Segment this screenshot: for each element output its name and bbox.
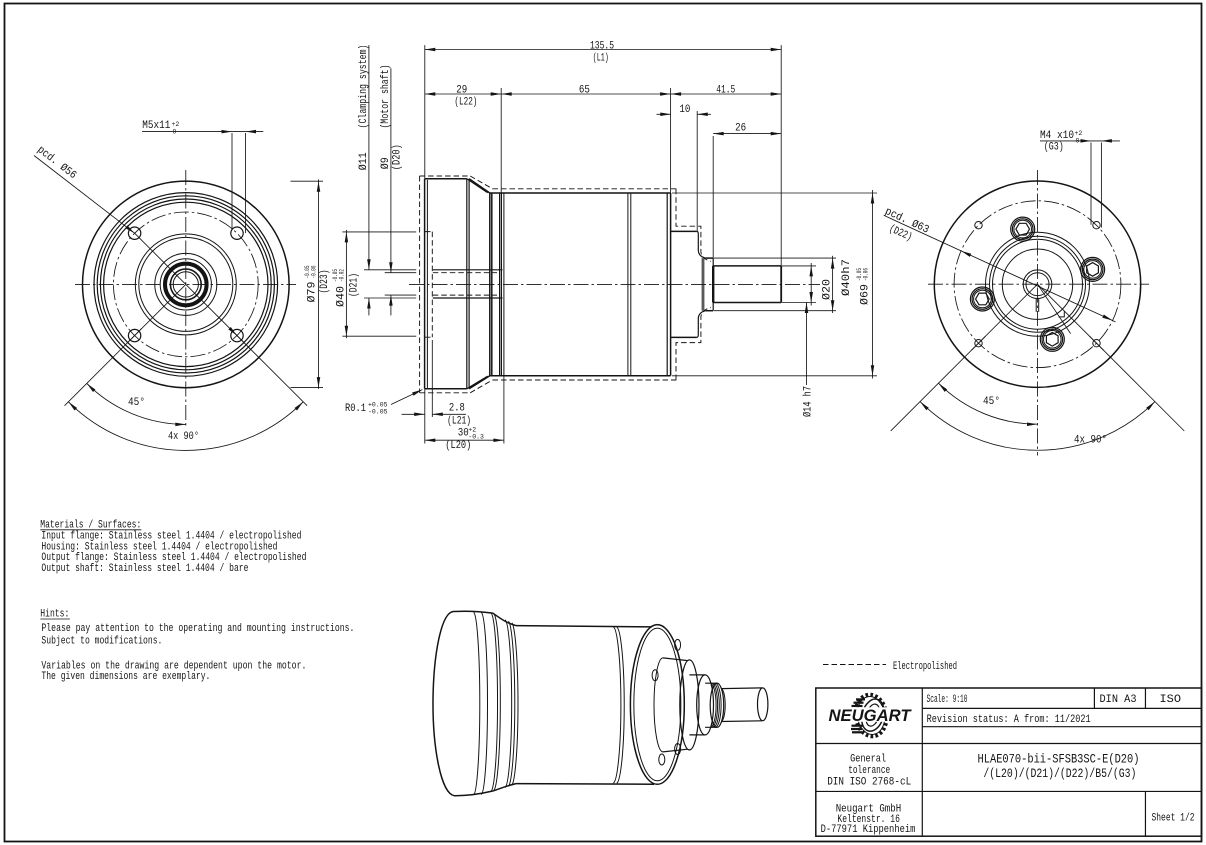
svg-text:(Clamping system): (Clamping system): [358, 45, 370, 129]
svg-text:(G3): (G3): [1044, 142, 1064, 154]
svg-text:(Motor shaft): (Motor shaft): [380, 65, 392, 129]
svg-text:tolerance: tolerance: [848, 765, 890, 777]
svg-text:30: 30: [458, 427, 469, 439]
svg-text:Ø40: Ø40: [336, 286, 348, 307]
svg-text:Ø14 h7: Ø14 h7: [803, 386, 815, 417]
svg-text:Ø9: Ø9: [380, 157, 392, 169]
svg-text:2.8: 2.8: [449, 403, 465, 415]
svg-text:(L22): (L22): [454, 96, 477, 108]
svg-text:-0.02: -0.02: [339, 269, 346, 282]
svg-text:26: 26: [735, 122, 746, 134]
svg-text:Hints:: Hints:: [40, 609, 69, 621]
svg-text:Revision status: A from: 11/2: Revision status: A from: 11/2021: [927, 714, 1091, 726]
svg-text:Materials / Surfaces:: Materials / Surfaces:: [40, 520, 141, 532]
svg-text:-0.06: -0.06: [311, 265, 318, 278]
svg-text:(L1): (L1): [593, 52, 609, 64]
svg-text:10: 10: [679, 104, 690, 116]
svg-text:M4 x10: M4 x10: [1040, 130, 1074, 142]
svg-text:Electropolished: Electropolished: [893, 661, 957, 673]
svg-text:Ø20: Ø20: [822, 279, 834, 300]
svg-text:DIN A3: DIN A3: [1100, 694, 1137, 706]
svg-text:Ø69: Ø69: [860, 284, 872, 305]
svg-text:Scale: 9:10: Scale: 9:10: [927, 694, 968, 706]
svg-text:/(L20)/(D21)/(D22)/B5/(G3): /(L20)/(D21)/(D22)/B5/(G3): [983, 766, 1136, 781]
svg-text:ISO: ISO: [1160, 694, 1182, 706]
svg-text:Ø11: Ø11: [358, 152, 370, 170]
svg-text:General: General: [850, 754, 886, 766]
svg-text:-0.06: -0.06: [863, 268, 870, 281]
svg-text:-0.05: -0.05: [304, 265, 311, 278]
svg-text:+2: +2: [172, 121, 180, 128]
svg-text:R0.1: R0.1: [345, 403, 366, 415]
svg-text:Keltenstr. 16: Keltenstr. 16: [837, 814, 900, 826]
svg-text:Output shaft: Stainless steel: Output shaft: Stainless steel 1.4404 / b…: [41, 563, 248, 575]
svg-text:Neugart GmbH: Neugart GmbH: [836, 804, 902, 816]
svg-text:29: 29: [456, 84, 467, 96]
svg-text:Subject to modifications.: Subject to modifications.: [41, 635, 162, 647]
svg-text:4x 90°: 4x 90°: [1074, 435, 1107, 447]
svg-text:41.5: 41.5: [716, 84, 735, 96]
svg-text:-0.3: -0.3: [468, 433, 484, 440]
svg-text:45°: 45°: [983, 396, 1000, 408]
svg-text:(L20): (L20): [445, 440, 471, 452]
svg-text:+0.05: +0.05: [368, 402, 388, 409]
svg-text:(D20): (D20): [392, 144, 404, 170]
svg-text:Ø79: Ø79: [307, 282, 319, 303]
svg-text:+2: +2: [1075, 130, 1083, 137]
svg-text:Ø40h7: Ø40h7: [841, 259, 853, 296]
svg-text:Input flange: Stainless steel: Input flange: Stainless steel 1.4404 / e…: [41, 531, 301, 543]
svg-text:M5x11: M5x11: [142, 120, 170, 132]
svg-text:DIN ISO 2768-cL: DIN ISO 2768-cL: [827, 777, 911, 789]
svg-text:-0.05: -0.05: [856, 268, 863, 281]
svg-text:The given dimensions are exemp: The given dimensions are exemplary.: [41, 671, 210, 683]
svg-text:Sheet 1/2: Sheet 1/2: [1152, 813, 1195, 825]
svg-text:135.5: 135.5: [590, 40, 614, 52]
svg-text:+2: +2: [468, 427, 476, 434]
svg-text:45°: 45°: [128, 397, 145, 409]
svg-text:D-77971 Kippenheim: D-77971 Kippenheim: [821, 824, 916, 836]
svg-text:(L21): (L21): [447, 416, 471, 428]
svg-text:4x 90°: 4x 90°: [168, 431, 199, 443]
svg-text:65: 65: [579, 84, 590, 96]
svg-text:Housing: Stainless steel 1.440: Housing: Stainless steel 1.4404 / electr…: [41, 541, 277, 553]
svg-text:HLAE070-bii-SFSB3SC-E(D20): HLAE070-bii-SFSB3SC-E(D20): [978, 752, 1140, 767]
svg-text:-0.05: -0.05: [368, 409, 388, 416]
svg-text:Output flange: Stainless steel: Output flange: Stainless steel 1.4404 / …: [41, 552, 306, 564]
svg-text:Please pay attention to the op: Please pay attention to the operating an…: [41, 623, 354, 635]
svg-text:(D23): (D23): [319, 270, 331, 294]
svg-text:Variables on the drawing are d: Variables on the drawing are dependent u…: [41, 660, 306, 672]
svg-text:(D21): (D21): [349, 273, 361, 297]
svg-text:NEUGART: NEUGART: [829, 706, 913, 725]
svg-text:-0.05: -0.05: [332, 269, 339, 282]
